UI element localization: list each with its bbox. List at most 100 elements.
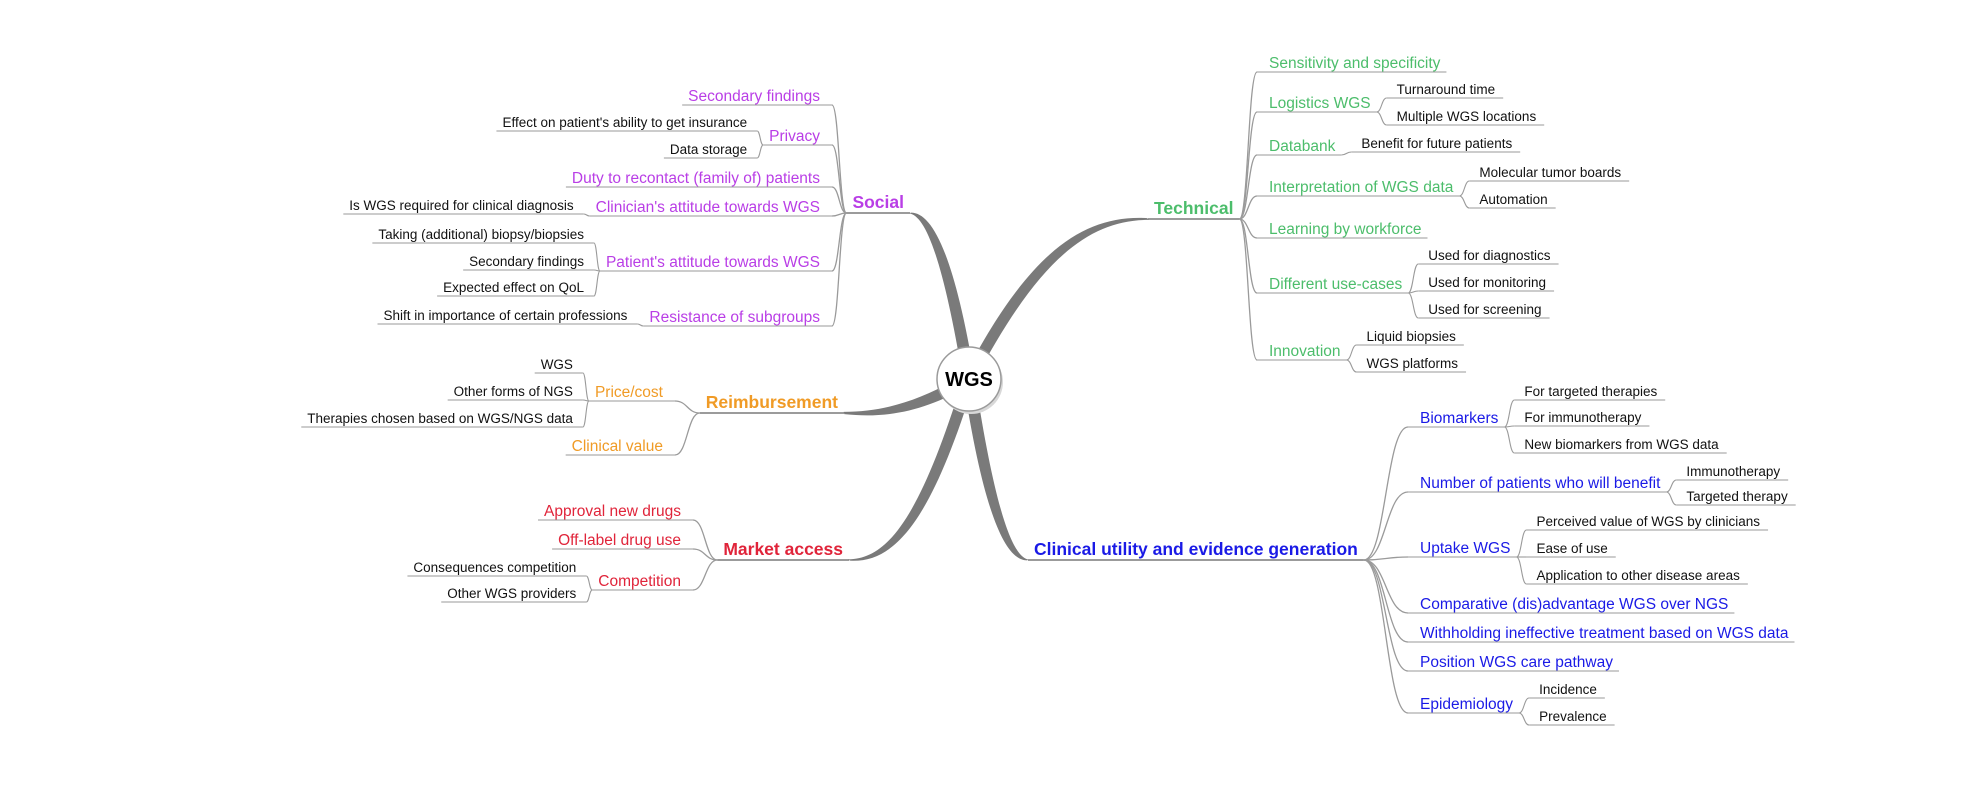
social-connector [908,212,975,382]
subtopic-connector [1341,151,1352,156]
topic-connector [692,548,718,561]
technical-connector [965,217,1149,384]
subtopic-used-for-monitoring: Used for monitoring [1428,275,1546,290]
subtopic-connector [583,213,590,217]
branch-reimbursement: Reimbursement [706,392,838,412]
subtopic-shift-in-importance-of-certain-professions: Shift in importance of certain professio… [384,308,628,323]
root-node-circle [936,346,1002,412]
topic-connector [692,559,718,591]
subtopic-connector [582,372,590,402]
topic-position-wgs-care-pathway: Position WGS care pathway [1420,654,1613,671]
subtopic-therapies-chosen-based-on-wgs-ngs-data: Therapies chosen based on WGS/NGS data [307,411,573,426]
subtopic-connector [1376,111,1387,126]
topic-comparative-dis-advantage-wgs-over-ngs: Comparative (dis)advantage WGS over NGS [1420,596,1728,613]
topic-learning-by-workforce: Learning by workforce [1269,221,1422,238]
subtopic-liquid-biopsies: Liquid biopsies [1367,329,1457,344]
subtopic-taking-additional-biopsy-biopsies: Taking (additional) biopsy/biopsies [378,227,584,242]
clinical-connector [963,377,1030,561]
topic-number-of-patients-who-will-benefit: Number of patients who will benefit [1420,475,1661,492]
topic-connector [831,212,848,327]
subtopic-connector [1346,344,1357,361]
subtopic-connector [593,270,601,297]
subtopic-targeted-therapy: Targeted therapy [1686,489,1788,504]
topic-connector [831,212,847,217]
topic-duty-to-recontact-family-of-patients: Duty to recontact (family of) patients [572,170,820,187]
root-node-label: WGS [945,369,993,391]
topic-patient-s-attitude-towards-wgs: Patient's attitude towards WGS [606,254,820,271]
subtopic-for-targeted-therapies: For targeted therapies [1524,384,1657,399]
topic-connector [831,144,848,214]
subtopic-connector [582,400,590,428]
subtopic-connector [1666,491,1677,506]
subtopic-connector [1504,426,1515,454]
topic-connector [1238,218,1258,294]
subtopic-other-wgs-providers: Other WGS providers [447,586,576,601]
subtopic-connector [1407,292,1419,319]
subtopic-data-storage: Data storage [670,142,747,157]
topic-different-use-cases: Different use-cases [1269,276,1402,293]
topic-connector [674,400,700,414]
topic-resistance-of-subgroups: Resistance of subgroups [649,309,820,326]
topic-approval-new-drugs: Approval new drugs [544,503,681,520]
subtopic-connector [1516,556,1527,585]
subtopic-perceived-value-of-wgs-by-clinicians: Perceived value of WGS by clinicians [1536,514,1760,529]
root-node: WGS [936,346,1003,414]
subtopic-turnaround-time: Turnaround time [1397,82,1496,97]
topic-connector [1363,559,1409,672]
subtopic-is-wgs-required-for-clinical-diagnosis: Is WGS required for clinical diagnosis [349,198,574,213]
topic-connector [1363,559,1409,614]
branch-clinical: Clinical utility and evidence generation [1034,539,1358,559]
subtopic-connector [586,589,593,603]
subtopic-expected-effect-on-qol: Expected effect on QoL [443,280,584,295]
subtopic-effect-on-patient-s-ability-to-get-insurance: Effect on patient's ability to get insur… [502,115,747,130]
topic-connector [1238,218,1258,361]
topic-uptake-wgs: Uptake WGS [1420,540,1510,557]
subtopic-connector [1346,359,1357,373]
subtopic-connector [1459,180,1470,197]
topic-epidemiology: Epidemiology [1420,696,1513,713]
branch-social: Social [852,192,904,212]
subtopic-automation: Automation [1479,192,1547,207]
subtopic-other-forms-of-ngs: Other forms of NGS [454,384,573,399]
branch-market: Market access [723,539,843,559]
topic-withholding-ineffective-treatment-based-on-wgs-data: Withholding ineffective treatment based … [1420,625,1789,642]
topic-connector [1239,154,1258,220]
topic-clinical-value: Clinical value [572,438,663,455]
topic-interpretation-of-wgs-data: Interpretation of WGS data [1269,179,1454,196]
topic-connector [674,412,700,456]
subtopic-benefit-for-future-patients: Benefit for future patients [1361,136,1512,151]
subtopic-consequences-competition: Consequences competition [413,560,576,575]
topic-secondary-findings: Secondary findings [688,88,820,105]
subtopic-connector [1459,195,1470,209]
subtopic-application-to-other-disease-areas: Application to other disease areas [1536,568,1740,583]
subtopic-wgs-platforms: WGS platforms [1367,356,1459,371]
topic-connector [831,104,848,214]
subtopic-immunotherapy: Immunotherapy [1686,464,1780,479]
subtopic-molecular-tumor-boards: Molecular tumor boards [1479,165,1621,180]
topic-connector [1363,556,1409,561]
subtopic-for-immunotherapy: For immunotherapy [1524,410,1641,425]
subtopic-connector [1516,529,1527,558]
subtopic-used-for-diagnostics: Used for diagnostics [1428,248,1551,263]
topic-privacy: Privacy [769,128,820,145]
subtopic-connector [1518,712,1530,726]
topic-off-label-drug-use: Off-label drug use [558,532,681,549]
topic-biomarkers: Biomarkers [1420,410,1499,427]
subtopic-ease-of-use: Ease of use [1536,541,1607,556]
topic-connector [1363,559,1409,714]
subtopic-connector [1666,479,1677,493]
topic-connector [1363,491,1409,561]
topic-connector [1238,111,1258,220]
topic-connector [1363,426,1409,561]
topic-clinician-s-attitude-towards-wgs: Clinician's attitude towards WGS [596,199,820,216]
topic-innovation: Innovation [1269,343,1341,360]
subtopic-connector [593,242,601,272]
subtopic-used-for-screening: Used for screening [1428,302,1541,317]
topic-connector [692,519,718,561]
subtopic-incidence: Incidence [1539,682,1597,697]
subtopic-connector [756,130,764,146]
topic-competition: Competition [598,573,681,590]
